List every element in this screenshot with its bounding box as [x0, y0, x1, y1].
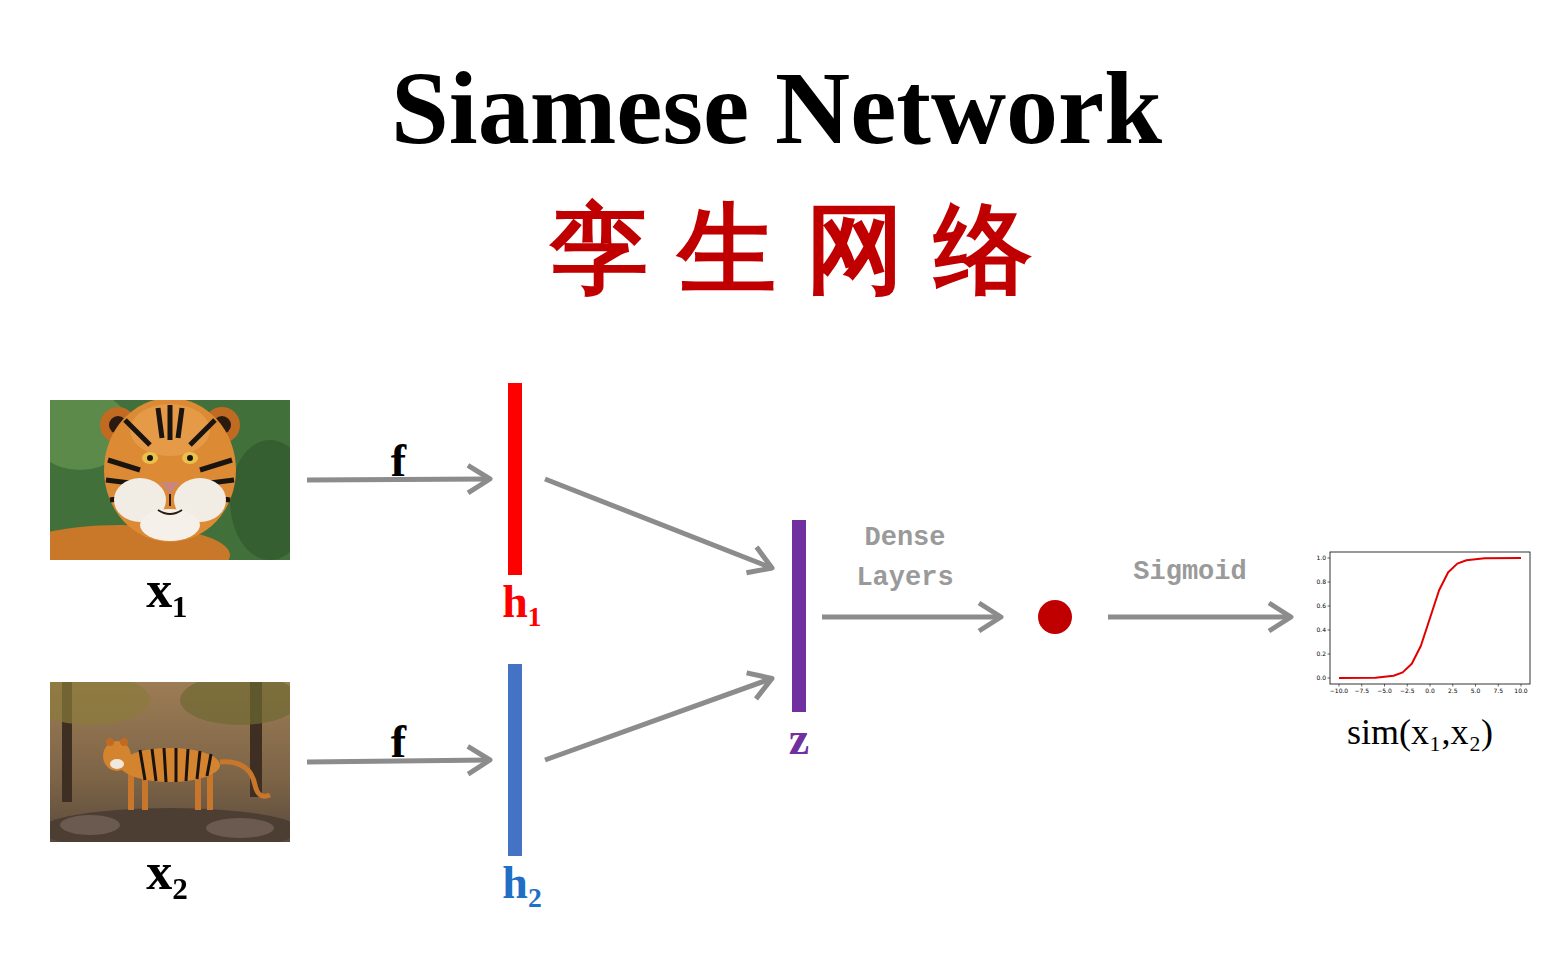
arrow-head: [468, 746, 490, 774]
edge-label: f: [391, 717, 406, 767]
connector-line: [545, 678, 772, 760]
arrow-label: Dense Layers: [835, 518, 975, 598]
arrow-head: [747, 673, 772, 699]
tiger-photo: [50, 400, 290, 560]
arrow-connector: [545, 673, 772, 760]
axis-tick-label: 2.5: [1438, 687, 1468, 695]
node-label: h₁: [502, 577, 541, 627]
arrow-head: [468, 465, 490, 493]
axis-tick-label: 5.0: [1461, 687, 1491, 695]
node-label: sim(x₁,x₂): [1347, 712, 1493, 752]
sigmoid-arrow: [1108, 603, 1291, 631]
input-image: x₁: [50, 400, 290, 560]
output-dot: [1038, 600, 1072, 634]
arrow-head: [746, 547, 772, 573]
axis-tick-label: 0.4: [1290, 626, 1326, 634]
node-label: x₁: [146, 562, 188, 618]
connector-line: [545, 479, 772, 568]
node-label: h₂: [502, 858, 541, 908]
axis-tick-label: 0.6: [1290, 602, 1326, 610]
feature-vector-bar: h₁: [508, 383, 522, 575]
axis-tick-label: −7.5: [1347, 687, 1377, 695]
input-image: x₂: [50, 682, 290, 842]
diagram-title: Siamese Network: [0, 48, 1553, 168]
axis-tick-label: 0.8: [1290, 578, 1326, 586]
node-label: x₂: [146, 844, 188, 900]
sigmoid-output: sim(x₁,x₂): [1305, 545, 1535, 700]
chinese-subtitle: 孪生网络: [476, 195, 1136, 305]
feature-vector-bar: z: [792, 520, 806, 712]
edge-label: f: [391, 436, 406, 486]
node-label: z: [789, 714, 809, 764]
feature-vector-bar: h₂: [508, 664, 522, 856]
axis-tick-label: 0.0: [1290, 674, 1326, 682]
axis-tick-label: 0.2: [1290, 650, 1326, 658]
axis-tick-label: 10.0: [1506, 687, 1536, 695]
dense-layers-arrow: [822, 603, 1001, 631]
axis-tick-label: 7.5: [1483, 687, 1513, 695]
axis-tick-label: 1.0: [1290, 554, 1326, 562]
tiger-photo: [50, 682, 290, 842]
arrow-label: Sigmoid: [1110, 552, 1270, 592]
sigmoid-plot: [1328, 552, 1531, 687]
axis-tick-label: 0.0: [1415, 687, 1445, 695]
axis-tick-label: −10.0: [1324, 687, 1354, 695]
axis-tick-label: −5.0: [1370, 687, 1400, 695]
axis-tick-label: −2.5: [1392, 687, 1422, 695]
arrow-connector: [545, 479, 772, 573]
